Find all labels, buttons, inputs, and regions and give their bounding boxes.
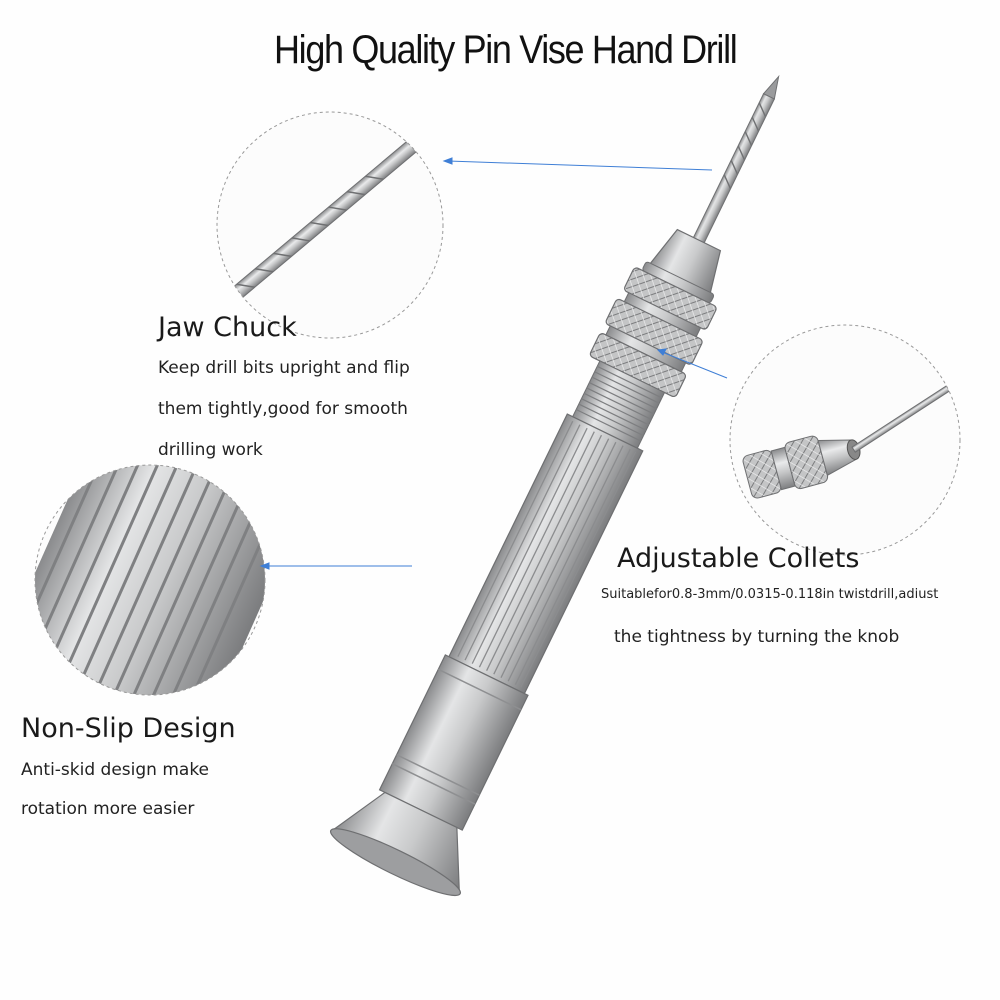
page-title: High Quality Pin Vise Hand Drill (274, 28, 738, 72)
pointer-lines (259, 157, 728, 570)
jaw-chuck-heading: Jaw Chuck (158, 312, 297, 343)
pin-vise-drill (329, 74, 780, 897)
collet-closeup-icon (729, 324, 961, 556)
adjustable-collets-line-1: Suitablefor0.8-3mm/0.0315-0.118in twistd… (601, 587, 939, 602)
jaw-chuck-line-1: Keep drill bits upright and flip (158, 358, 410, 378)
jaw-chuck-line-3: drilling work (158, 440, 263, 460)
adjustable-collets-line-2: the tightness by turning the knob (614, 627, 900, 647)
adjustable-collets-heading: Adjustable Collets (617, 543, 860, 574)
drill-bit (690, 74, 780, 248)
non-slip-heading: Non-Slip Design (21, 713, 236, 744)
non-slip-line-2: rotation more easier (21, 799, 195, 819)
drill-bit-closeup-icon (216, 111, 444, 339)
knurled-grip-closeup-icon (34, 464, 266, 696)
non-slip-line-1: Anti-skid design make (21, 760, 210, 780)
jaw-chuck-line-2: them tightly,good for smooth (158, 399, 408, 419)
